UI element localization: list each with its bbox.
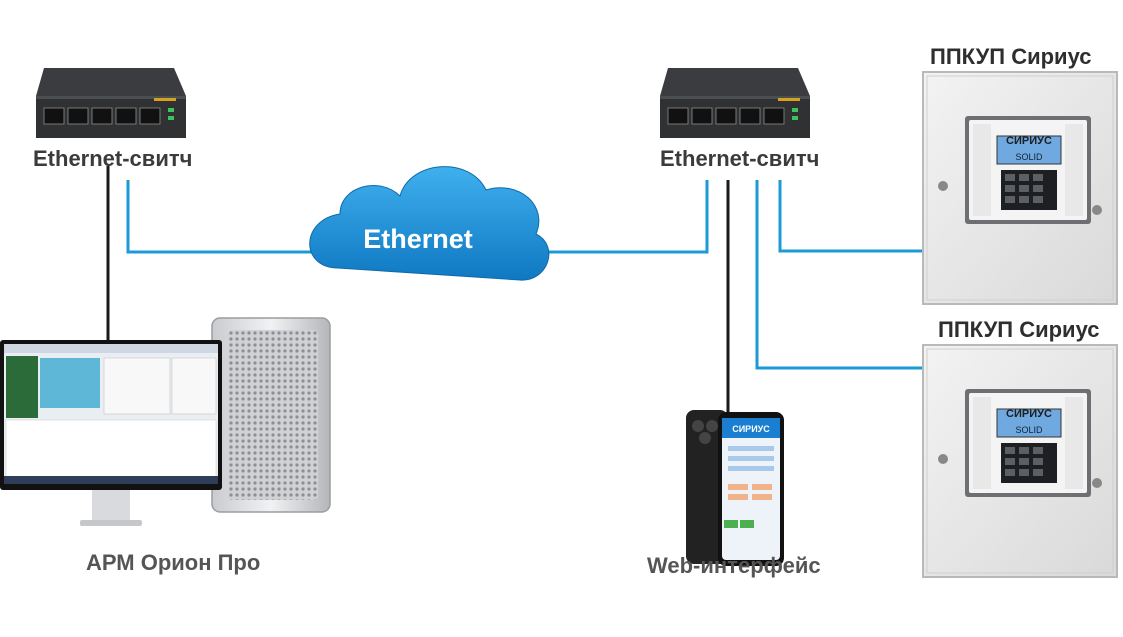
lock-icon xyxy=(938,454,948,464)
phone-screen-title: СИРИУС xyxy=(732,424,770,434)
cloud-label: Ethernet xyxy=(363,224,473,254)
lock-icon xyxy=(1092,205,1102,215)
ethernet-cloud: Ethernet xyxy=(309,166,550,281)
panel-bottom-label: ППКУП Сириус xyxy=(938,317,1100,342)
panel-screen-title: СИРИУС xyxy=(1006,408,1052,420)
panel-display-text: SOLID xyxy=(1015,425,1043,435)
smartphone: СИРИУС xyxy=(686,410,784,566)
ethernet-link-panel-top xyxy=(778,180,922,253)
web-interface-label: Web-интерфейс xyxy=(647,553,821,578)
ethernet-link-left xyxy=(126,180,326,254)
panel-display-text: SOLID xyxy=(1015,152,1043,162)
switch-left-label: Ethernet-свитч xyxy=(33,146,193,171)
panel-screen-title: СИРИУС xyxy=(1006,135,1052,147)
panel-keypad xyxy=(1005,447,1043,476)
lock-icon xyxy=(1092,478,1102,488)
switch-right-label: Ethernet-свитч xyxy=(660,146,820,171)
fire-panel-bottom: СИРИУС SOLID xyxy=(922,344,1118,578)
workstation-monitor xyxy=(0,340,222,526)
ethernet-link-panel-bottom xyxy=(755,180,922,370)
lock-icon xyxy=(938,181,948,191)
ethernet-switch-right xyxy=(659,67,811,139)
fire-panel-top: СИРИУС SOLID xyxy=(922,71,1118,305)
ethernet-switch-left xyxy=(35,67,187,139)
ethernet-link-right xyxy=(535,180,709,254)
workstation-label: АРМ Орион Про xyxy=(86,550,261,575)
panel-keypad xyxy=(1005,174,1043,203)
panel-top-label: ППКУП Сириус xyxy=(930,44,1092,69)
workstation-tower xyxy=(211,317,331,513)
